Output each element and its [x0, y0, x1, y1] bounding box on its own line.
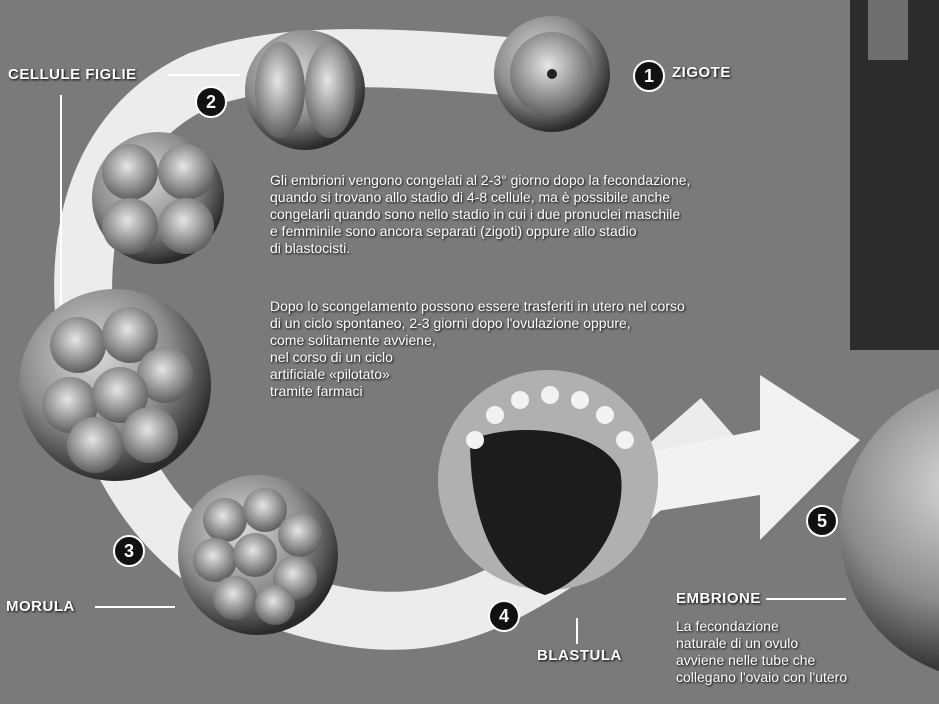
leader-line-morula: [95, 606, 175, 608]
zygote-cell: [494, 16, 610, 132]
embrione-line: collegano l'ovaio con l'utero: [676, 669, 926, 686]
leader-line-cellule-vertical: [60, 95, 62, 305]
paragraph-line: di blastocisti.: [270, 240, 830, 257]
stage-number-5: 5: [806, 505, 838, 537]
label-zigote: ZIGOTE: [672, 64, 731, 81]
embrione-line: avviene nelle tube che: [676, 652, 926, 669]
paragraph-line: di un ciclo spontaneo, 2-3 giorni dopo l…: [270, 315, 830, 332]
embrione-line: naturale di un ovulo: [676, 635, 926, 652]
stage-number-1: 1: [633, 60, 665, 92]
four-cell-embryo: [92, 132, 224, 264]
paragraph-line: nel corso di un ciclo: [270, 349, 830, 366]
paragraph-line: tramite farmaci: [270, 383, 830, 400]
paragraph-line: Dopo lo scongelamento possono essere tra…: [270, 298, 830, 315]
label-cellule-figlie: CELLULE FIGLIE: [8, 66, 137, 83]
label-embrione: EMBRIONE: [676, 590, 761, 607]
stage-number-2: 2: [195, 86, 227, 118]
paragraph-line: congelarli quando sono nello stadio in c…: [270, 206, 830, 223]
leader-line-embrione: [766, 598, 846, 600]
paragraph-line: artificiale «pilotato»: [270, 366, 830, 383]
paragraph-line: e femminile sono ancora separati (zigoti…: [270, 223, 830, 240]
morula-cell: [178, 475, 338, 635]
leader-line-blastula: [576, 618, 578, 644]
blastula-cell: [438, 370, 658, 595]
embrione-line: La fecondazione: [676, 618, 926, 635]
eight-cell-embryo: [19, 289, 211, 481]
paragraph-line: Gli embrioni vengono congelati al 2-3° g…: [270, 172, 830, 189]
label-morula: MORULA: [6, 598, 75, 615]
paragraph-line: come solitamente avviene,: [270, 332, 830, 349]
stage-number-4: 4: [488, 600, 520, 632]
leader-line-cellule: [168, 74, 240, 76]
paragraph-freezing: Gli embrioni vengono congelati al 2-3° g…: [270, 172, 830, 257]
paragraph-line: quando si trovano allo stadio di 4-8 cel…: [270, 189, 830, 206]
paragraph-thawing: Dopo lo scongelamento possono essere tra…: [270, 298, 830, 400]
two-cell-embryo: [245, 30, 365, 150]
label-blastula: BLASTULA: [537, 647, 622, 664]
stage-number-3: 3: [113, 535, 145, 567]
embrione-description: La fecondazione naturale di un ovulo avv…: [676, 618, 926, 686]
